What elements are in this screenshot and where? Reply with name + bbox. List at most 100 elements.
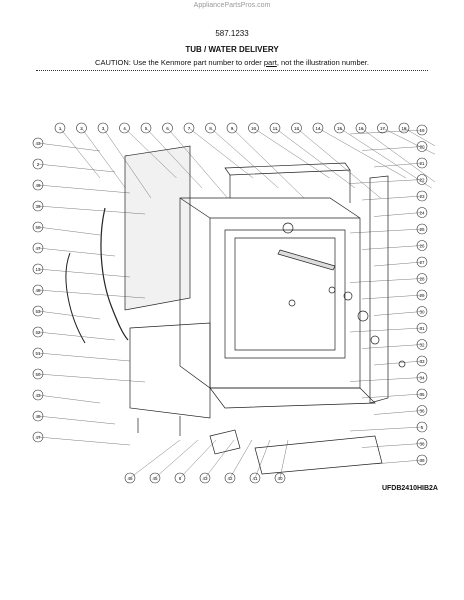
leader-line	[37, 331, 116, 341]
callout-top-16-label: 16	[358, 126, 364, 131]
toe-kick	[254, 435, 383, 475]
leader-line	[349, 129, 423, 135]
diagram-artwork	[65, 145, 406, 475]
callout-right-21-label: 21	[419, 161, 425, 166]
callout-top-13-label: 13	[294, 126, 300, 131]
leader-line	[229, 439, 253, 479]
callout-left-43-label: 43	[35, 141, 41, 146]
leader-line	[403, 127, 435, 147]
callout-right-25-label: 25	[419, 227, 425, 232]
callout-bottom-46-label: 46	[127, 476, 133, 481]
callout-right-27-label: 27	[419, 260, 425, 265]
callout-right-20-label: 20	[419, 145, 425, 150]
leader-line	[349, 426, 423, 432]
callout-bottom-6-label: 6	[179, 476, 182, 481]
leader-line	[37, 373, 146, 383]
diagram-code: UFDB2410HIB2A	[381, 485, 438, 492]
leader-line	[373, 410, 423, 415]
leader-line	[253, 127, 330, 179]
caution-text-after: , not the illustration number.	[276, 58, 369, 67]
leader-line	[81, 127, 126, 189]
leader-line	[279, 439, 289, 479]
leader-line	[37, 163, 116, 173]
callout-right-28-label: 28	[419, 277, 425, 282]
callout-bottom-43-label: 43	[202, 476, 208, 481]
callout-left-13-bubble	[32, 263, 44, 275]
leader-line	[274, 127, 356, 189]
header-divider	[36, 70, 428, 71]
callout-right-22-label: 22	[419, 178, 425, 183]
callout-left-2-label: 2	[37, 162, 40, 167]
leader-line	[254, 439, 271, 479]
callout-right-29-label: 29	[419, 293, 425, 298]
leader-line	[204, 439, 235, 479]
leader-line	[37, 142, 101, 152]
leader-line	[349, 377, 423, 382]
fill-hose	[65, 252, 86, 344]
callout-top-10-label: 10	[251, 126, 257, 131]
callout-left-39-label: 39	[35, 204, 41, 209]
leader-line	[124, 127, 177, 179]
pump-motor	[209, 429, 241, 455]
callout-right-24-label: 24	[419, 211, 425, 216]
leader-line	[373, 212, 423, 217]
callout-top-8-label: 8	[209, 126, 212, 131]
leader-lines	[37, 127, 435, 479]
callout-left-49-bubble	[32, 179, 44, 191]
leader-line	[382, 127, 435, 155]
leader-line	[373, 261, 423, 267]
model-number: 587.1233	[215, 29, 249, 38]
callout-right-38-label: 38	[419, 442, 425, 447]
leader-line	[373, 459, 423, 465]
callout-right-32-label: 32	[419, 343, 425, 348]
leader-line	[37, 394, 101, 404]
callout-left-48-label: 48	[35, 414, 41, 419]
callout-left-48-bubble	[32, 284, 44, 296]
leader-line	[37, 226, 101, 236]
leader-line	[210, 127, 279, 189]
callout-top-15-label: 15	[337, 126, 343, 131]
watermark: AppliancePartsPros.com	[193, 2, 271, 9]
leader-line	[361, 443, 423, 448]
caution-part-link[interactable]: part	[263, 58, 277, 67]
leader-line	[296, 127, 381, 199]
callout-left-50-label: 50	[35, 372, 41, 377]
leader-line	[179, 439, 217, 479]
callout-right-5-label: 5	[421, 425, 424, 430]
callout-left-49-label: 49	[35, 183, 41, 188]
leader-line	[317, 127, 407, 179]
leader-line	[129, 439, 181, 479]
callout-bottom-42-label: 42	[227, 476, 233, 481]
callout-left-50-label: 50	[35, 225, 41, 230]
callout-top-4-label: 4	[123, 126, 126, 131]
leader-line	[361, 393, 423, 399]
base-frame-left	[129, 322, 211, 419]
leader-line	[373, 162, 423, 168]
callout-top-14-label: 14	[315, 126, 321, 131]
callout-left-51-bubble	[32, 347, 44, 359]
leader-line	[361, 245, 423, 250]
leader-line	[37, 268, 131, 278]
callout-bottom-41-label: 41	[252, 476, 258, 481]
callout-bottom-40-label: 40	[277, 476, 283, 481]
leader-line	[102, 127, 152, 199]
callout-left-43-label: 43	[35, 393, 41, 398]
leader-line	[361, 195, 423, 201]
leader-line	[373, 360, 423, 366]
callout-right-23-label: 23	[419, 194, 425, 199]
leader-line	[37, 352, 131, 362]
leader-line	[37, 247, 116, 257]
callout-bottom-45-label: 45	[152, 476, 158, 481]
callout-right-26-label: 26	[419, 244, 425, 249]
leader-line	[37, 205, 146, 215]
leader-line	[373, 311, 423, 316]
callout-top-17-label: 17	[380, 126, 386, 131]
callout-left-13-label: 13	[35, 267, 41, 272]
callout-right-31-label: 31	[419, 326, 425, 331]
leader-line	[361, 344, 423, 349]
leader-line	[154, 439, 199, 479]
leader-line	[349, 327, 423, 333]
callout-top-7-label: 7	[188, 126, 191, 131]
callout-left-48-label: 48	[35, 288, 41, 293]
